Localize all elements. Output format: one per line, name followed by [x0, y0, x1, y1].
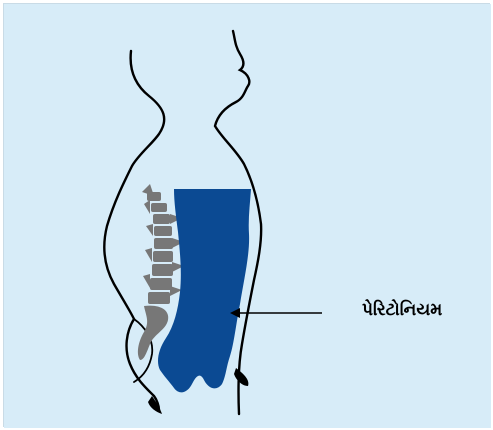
figure-frame: પેરિટોનિયમ [3, 3, 490, 427]
peritoneum-label: પેરિટોનિયમ [362, 300, 442, 320]
anatomy-diagram [4, 4, 491, 428]
